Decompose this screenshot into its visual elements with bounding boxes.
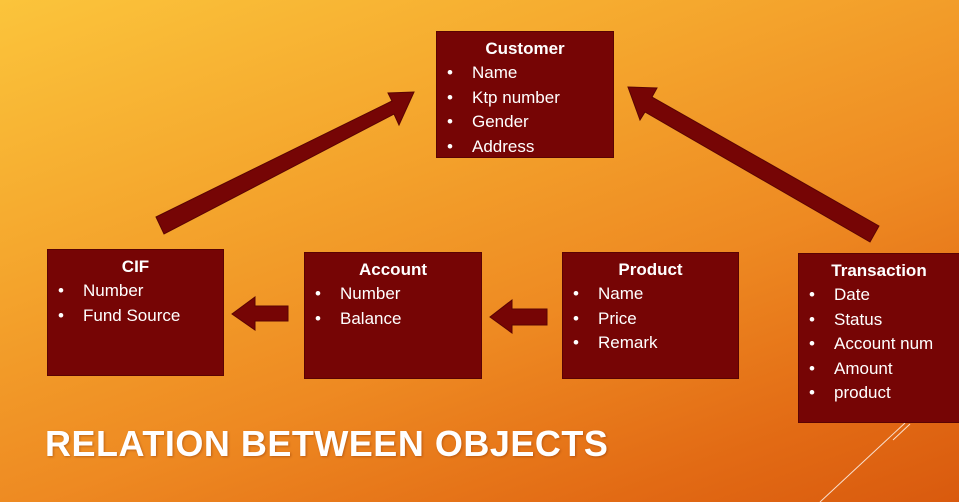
entity-transaction: Transaction Date Status Account num Amou… [798,253,959,423]
field-list: Date Status Account num Amount product [799,283,959,406]
arrow-product-to-account [489,298,548,334]
entity-title: Account [359,260,427,279]
field-item: Ktp number [447,86,613,111]
field-item: Fund Source [58,304,223,329]
field-list: Number Fund Source [48,279,223,328]
field-item: Number [58,279,223,304]
field-item: Remark [573,331,738,356]
field-item: Balance [315,307,481,332]
arrow-transaction-to-customer [627,86,880,243]
field-item: Name [573,282,738,307]
entity-account: Account Number Balance [304,252,482,379]
entity-cif: CIF Number Fund Source [47,249,224,376]
decorative-line [892,423,911,441]
field-item: Gender [447,110,613,135]
field-item: Address [447,135,613,160]
field-item: Price [573,307,738,332]
arrow-account-to-cif [231,296,289,331]
field-item: Name [447,61,613,86]
field-item: Amount [809,357,959,382]
field-item: Date [809,283,959,308]
decorative-line [819,422,906,502]
field-item: Status [809,308,959,333]
entity-title: CIF [121,257,150,276]
field-list: Number Balance [305,282,481,331]
slide-title: RELATION BETWEEN OBJECTS [45,423,609,464]
field-list: Name Price Remark [563,282,738,356]
field-item: Account num [809,332,959,357]
entity-title: Product [618,260,683,279]
entity-title: Transaction [831,261,927,280]
arrow-cif-to-customer [155,91,415,235]
entity-title: Customer [485,39,565,58]
field-list: Name Ktp number Gender Address [437,61,613,159]
entity-customer: Customer Name Ktp number Gender Address [436,31,614,159]
entity-product: Product Name Price Remark [562,252,739,379]
field-item: Number [315,282,481,307]
field-item: product [809,381,959,406]
